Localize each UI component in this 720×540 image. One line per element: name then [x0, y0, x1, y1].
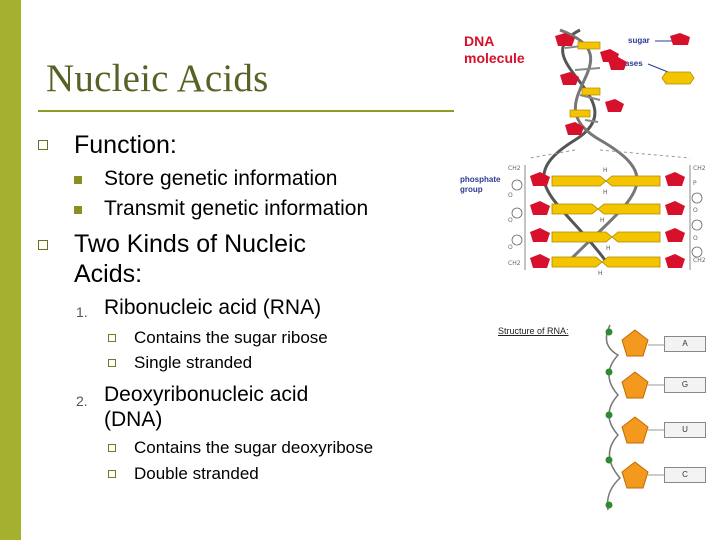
svg-text:O: O	[693, 207, 698, 214]
svg-text:O: O	[508, 217, 513, 224]
svg-text:O: O	[508, 192, 513, 199]
bullet-square-icon	[38, 240, 48, 250]
sub-bullet-square-icon	[108, 359, 116, 367]
svg-text:CH2: CH2	[508, 165, 521, 172]
svg-text:O: O	[508, 244, 513, 251]
rna-base-g: G	[664, 377, 706, 393]
bases-label: bases	[620, 59, 643, 68]
sub-bullet-icon	[74, 206, 82, 214]
svg-text:CH2: CH2	[693, 257, 706, 264]
function-item-transmit: Transmit genetic information	[104, 197, 369, 220]
left-accent-bar	[0, 0, 21, 540]
rna-strand-item: Single stranded	[134, 353, 253, 372]
rna-structure-title: Structure of RNA:	[498, 326, 569, 336]
function-heading: Function:	[74, 131, 177, 159]
rna-heading: Ribonucleic acid (RNA)	[104, 296, 322, 319]
dna-strand-item: Double stranded	[134, 464, 259, 483]
sub-bullet-square-icon	[108, 334, 116, 342]
slide-title: Nucleic Acids	[46, 57, 269, 100]
rna-sugar-item: Contains the sugar ribose	[134, 328, 328, 347]
two-kinds-heading-line2: Acids:	[74, 260, 143, 288]
svg-text:H: H	[598, 270, 603, 277]
function-item-store: Store genetic information	[104, 167, 338, 190]
svg-text:H: H	[603, 167, 608, 174]
dna-heading-line2: (DNA)	[104, 408, 163, 431]
svg-text:CH2: CH2	[508, 260, 521, 267]
rna-base-a: A	[664, 336, 706, 352]
dna-figure-title: DNA molecule	[464, 33, 525, 66]
dna-sugar-item: Contains the sugar deoxyribose	[134, 438, 374, 457]
two-kinds-heading-line1: Two Kinds of Nucleic	[74, 230, 307, 258]
sub-bullet-icon	[74, 176, 82, 184]
phosphate-group-label: phosphate group	[460, 175, 501, 194]
sub-bullet-square-icon	[108, 470, 116, 478]
svg-text:H: H	[606, 245, 611, 252]
svg-text:P: P	[693, 180, 697, 187]
title-underline	[38, 110, 454, 112]
sub-bullet-square-icon	[108, 444, 116, 452]
sugar-label: sugar	[628, 36, 650, 45]
bullet-square-icon	[38, 140, 48, 150]
list-number: 2.	[76, 393, 88, 409]
svg-text:H: H	[600, 217, 605, 224]
dna-heading-line1: Deoxyribonucleic acid	[104, 383, 309, 406]
list-number: 1.	[76, 304, 88, 320]
svg-text:H: H	[603, 189, 608, 196]
svg-text:O: O	[693, 235, 698, 242]
rna-base-u: U	[664, 422, 706, 438]
svg-text:CH2: CH2	[693, 165, 706, 172]
rna-base-c: C	[664, 467, 706, 483]
